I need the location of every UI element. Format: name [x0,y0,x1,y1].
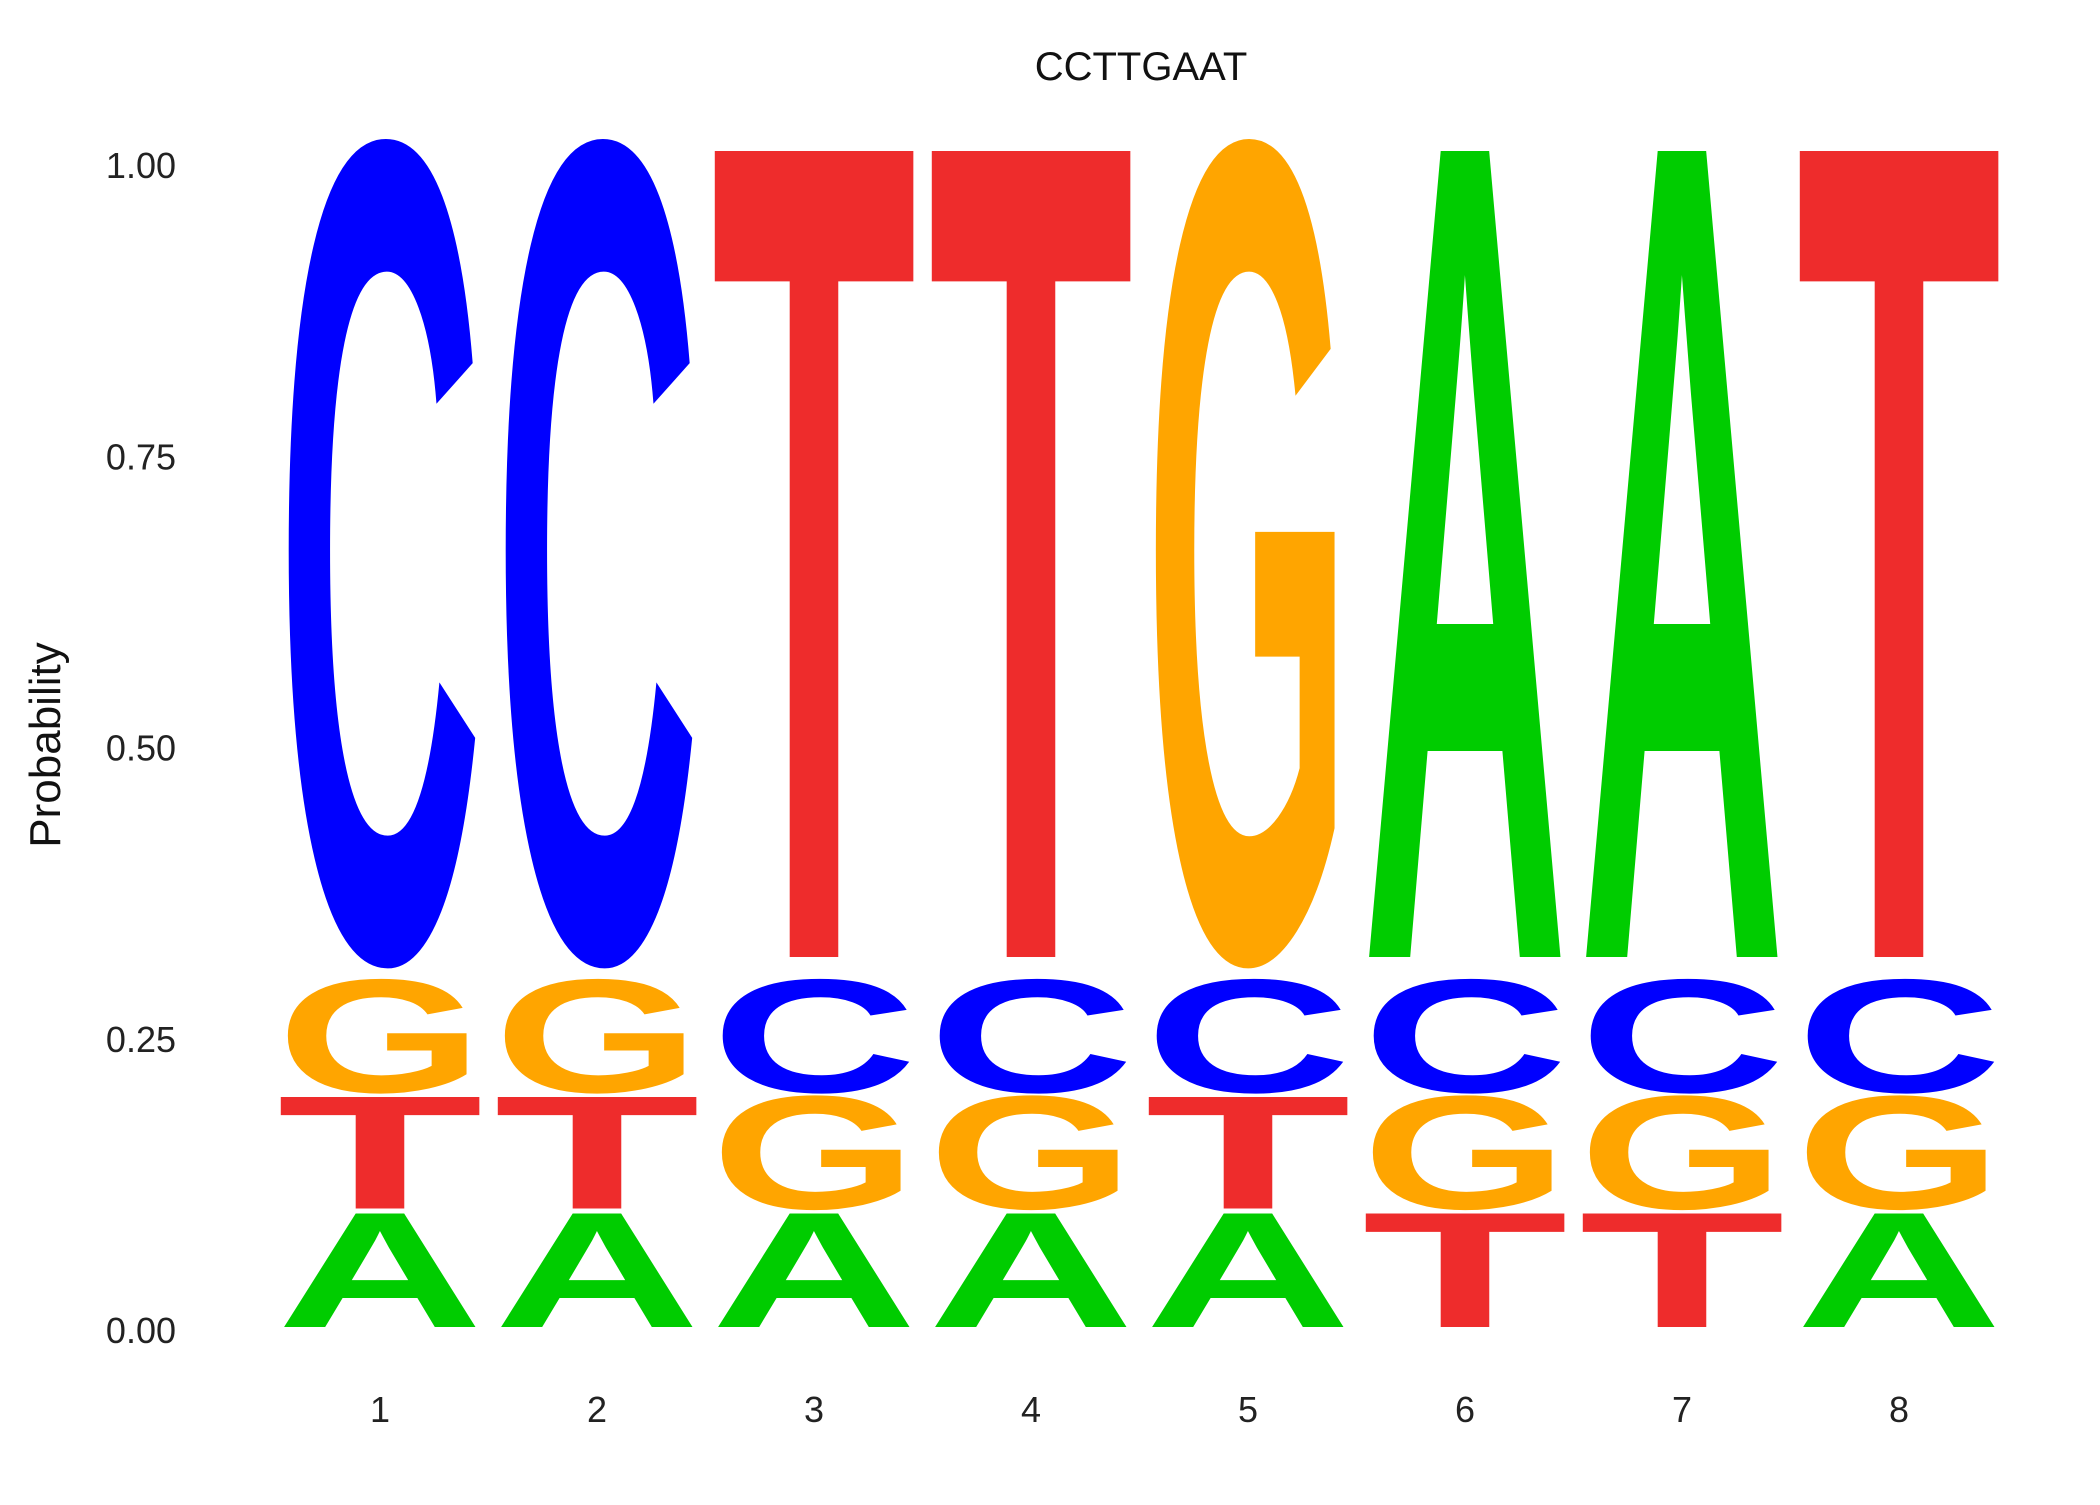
y-tick-label: 0.00 [106,1310,176,1351]
logo-letter-T-pos-3: T [711,0,917,1206]
y-tick-label: 0.25 [106,1019,176,1060]
logo-letter-T-pos-6: T [1362,1178,1568,1362]
logo-letter-C-pos-8: C [1796,946,2002,1127]
x-tick-label: 8 [1889,1389,1909,1430]
logo-letter-T-pos-2: T [494,1063,700,1244]
logo-letter-T-pos-5: T [1145,1063,1351,1244]
x-tick-label: 3 [804,1389,824,1430]
logo-letter-C-pos-7: C [1579,946,1785,1127]
x-tick-label: 6 [1455,1389,1475,1430]
logo-letter-G-pos-7: G [1579,1062,1785,1244]
logo-letter-G-pos-2: G [494,945,700,1127]
logo-letter-A-pos-2: A [494,1178,700,1362]
logo-letter-G-pos-6: G [1362,1062,1568,1244]
logo-letter-G-pos-3: G [711,1062,917,1244]
x-tick-label: 4 [1021,1389,1041,1430]
y-tick-label: 0.75 [106,436,176,477]
logo-letter-A-pos-6: A [1362,0,1568,1206]
x-tick-label: 1 [370,1389,390,1430]
logo-letter-A-pos-7: A [1579,0,1785,1206]
logo-letter-G-pos-5: G [1145,0,1351,1205]
logo-letter-A-pos-3: A [711,1178,917,1362]
x-tick-label: 2 [587,1389,607,1430]
y-axis-ticks: 0.00 0.25 0.50 0.75 1.00 [106,145,176,1351]
y-axis-title: Probability [21,642,70,847]
logo-letter-T-pos-7: T [1579,1178,1785,1362]
logo-letter-C-pos-1: C [277,0,483,1206]
logo-letter-C-pos-6: C [1362,946,1568,1127]
x-axis-ticks: 1 2 3 4 5 6 7 8 [370,1389,1909,1430]
logo-letter-C-pos-2: C [494,0,700,1206]
chart-title: CCTTGAAT [1035,45,1248,89]
y-tick-label: 0.50 [106,728,176,769]
logo-letter-A-pos-5: A [1145,1178,1351,1362]
y-tick-label: 1.00 [106,145,176,186]
logo-letter-C-pos-3: C [711,946,917,1127]
logo-letter-A-pos-1: A [277,1178,483,1362]
x-tick-label: 7 [1672,1389,1692,1430]
logo-letter-G-pos-8: G [1796,1062,2002,1244]
logo-letter-T-pos-8: T [1796,0,2002,1206]
logo-letter-G-pos-4: G [928,1062,1134,1244]
logo-letter-C-pos-4: C [928,946,1134,1127]
logo-letter-A-pos-4: A [928,1178,1134,1362]
logo-letter-A-pos-8: A [1796,1178,2002,1362]
logo-letter-C-pos-5: C [1145,946,1351,1127]
logo-letter-T-pos-1: T [277,1063,483,1244]
x-tick-label: 5 [1238,1389,1258,1430]
logo-letter-T-pos-4: T [928,0,1134,1206]
logo-letter-G-pos-1: G [277,945,483,1127]
